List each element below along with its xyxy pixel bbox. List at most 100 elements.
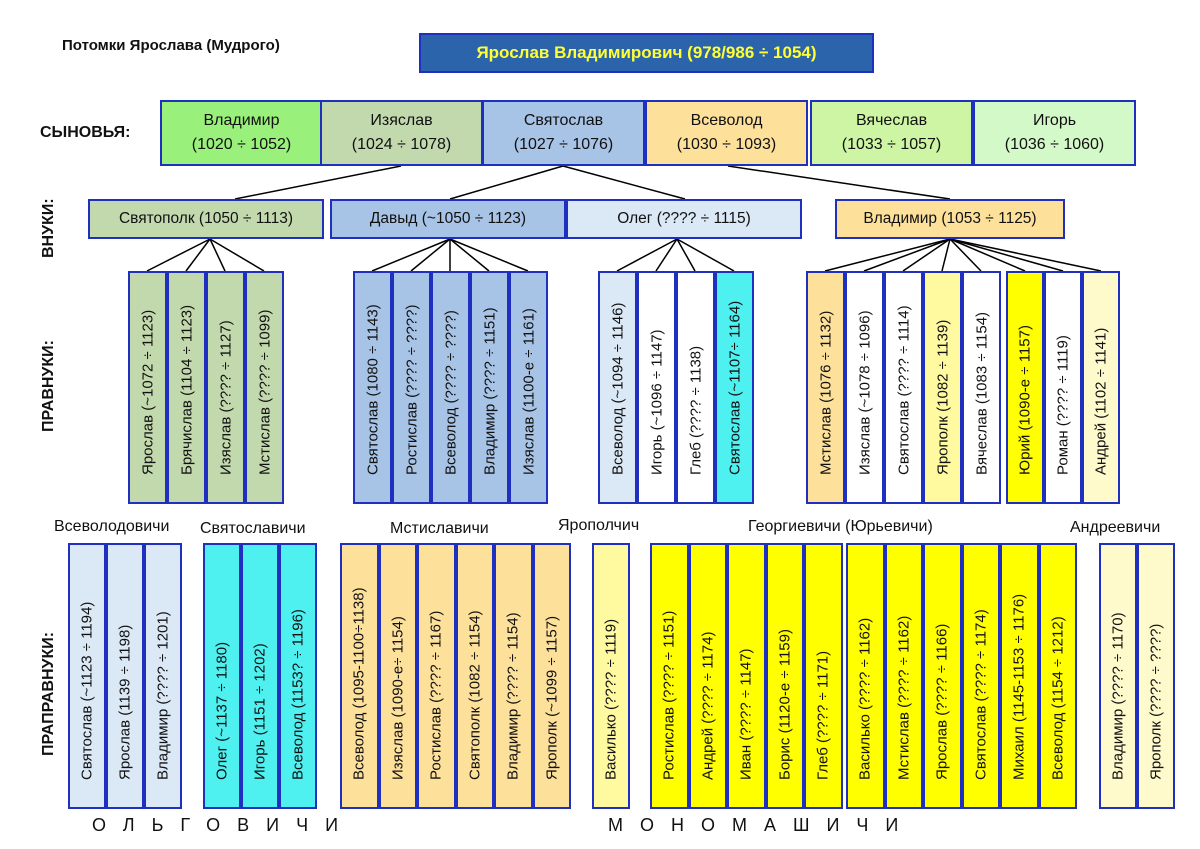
- descendant-label: Владимир (???? ÷ 1151): [481, 307, 498, 475]
- descendant-label: Ростислав (???? ÷ 1167): [427, 610, 445, 780]
- descendant-box: Игорь (1151 ÷ 1202): [241, 543, 279, 809]
- descendant-label: Святослав (~1123 ÷ 1194): [78, 601, 96, 780]
- descendant-box: Борис (1120-е ÷ 1159): [765, 543, 804, 809]
- son-box: Владимир(1020 ÷ 1052): [160, 100, 323, 166]
- descendant-box: Святополк (1082 ÷ 1154): [455, 543, 494, 809]
- son-years: (1020 ÷ 1052): [191, 136, 292, 153]
- descendant-box: Василько (???? ÷ 1162): [846, 543, 885, 809]
- connector-line: [902, 238, 951, 272]
- connector-line: [949, 238, 1102, 272]
- descendant-label: Роман (???? ÷ 1119): [1054, 335, 1072, 475]
- family-label-svyatoslavichi: Святославичи: [200, 520, 306, 537]
- connector-line: [676, 238, 735, 272]
- connector-line: [949, 238, 1064, 272]
- descendant-label: Святослав (???? ÷ 1114): [895, 305, 912, 475]
- sons-row-label: СЫНОВЬЯ:: [40, 124, 131, 141]
- descendant-label: Владимир (???? ÷ 1170): [1109, 612, 1127, 780]
- descendant-label: Борис (1120-е ÷ 1159): [776, 629, 794, 780]
- grandson-box: Владимир (1053 ÷ 1125): [835, 199, 1065, 239]
- son-box: Всеволод(1030 ÷ 1093): [645, 100, 808, 166]
- descendant-box: Всеволод (~1094 ÷ 1146): [598, 271, 637, 504]
- descendant-box: Святослав (???? ÷ 1174): [961, 543, 1000, 809]
- connector-line: [410, 238, 451, 272]
- descendant-label: Святослав (???? ÷ 1174): [972, 609, 990, 780]
- connector-line: [449, 238, 490, 272]
- son-name: Святослав: [523, 112, 604, 129]
- descendant-label: Святослав (1080 ÷ 1143): [364, 304, 381, 475]
- dynasty-label-olgovichi: ОЛЬГОВИЧИ: [92, 815, 356, 835]
- son-box: Вячеслав (1033 ÷ 1057): [810, 100, 973, 166]
- descendant-label: Брячислав (1104 ÷ 1123): [178, 304, 195, 475]
- descendant-label: Юрий (1090-е ÷ 1157): [1016, 325, 1034, 475]
- descendant-box: Ярослав (~1072 ÷ 1123): [128, 271, 167, 504]
- descendant-label: Олег (~1137 ÷ 1180): [213, 641, 231, 780]
- family-label-yaropolchich: Ярополчич: [558, 517, 640, 534]
- son-name: Вячеслав: [855, 112, 928, 129]
- family-label-mstislavichi: Мстиславичи: [390, 520, 489, 537]
- family-label-andreevichi: Андреевичи: [1070, 519, 1161, 536]
- descendant-box: Ростислав (???? ÷ 1151): [650, 543, 689, 809]
- descendant-label: Василько (???? ÷ 1119): [602, 618, 620, 780]
- grandson-box: Святополк (1050 ÷ 1113): [88, 199, 324, 239]
- descendant-box: Святослав (~1107÷ 1164): [715, 271, 754, 504]
- son-years: (1033 ÷ 1057): [841, 136, 942, 153]
- son-years: (1036 ÷ 1060): [1004, 136, 1105, 153]
- descendant-label: Изяслав (~1078 ÷ 1096): [856, 310, 873, 475]
- descendant-box: Глеб (???? ÷ 1138): [676, 271, 715, 504]
- descendant-box: Святослав (1080 ÷ 1143): [353, 271, 392, 504]
- descendant-label: Игорь (~1096 ÷ 1147): [648, 329, 665, 475]
- descendant-label: Михаил (1145-1153 ÷ 1176): [1010, 593, 1028, 780]
- descendant-box: Ярополк (1082 ÷ 1139): [923, 271, 962, 504]
- descendant-box: Владимир (???? ÷ 1170): [1099, 543, 1137, 809]
- descendant-label: Ростислав (???? ÷ ????): [403, 304, 420, 475]
- root-person-box: Ярослав Владимирович (978/986 ÷ 1054): [419, 33, 874, 73]
- son-name: Игорь: [1032, 112, 1077, 129]
- descendant-box: Всеволод (???? ÷ ????): [431, 271, 470, 504]
- descendant-label: Андрей (???? ÷ 1174): [699, 631, 717, 780]
- connector-line: [562, 165, 686, 200]
- great-great-grandsons-row-label: ПРАПРАВНУКИ:: [40, 631, 57, 756]
- descendant-label: Ярополк (~1099 ÷ 1157): [543, 615, 561, 780]
- son-box: Святослав(1027 ÷ 1076): [482, 100, 645, 166]
- descendant-box: Ярослав (???? ÷ 1166): [923, 543, 962, 809]
- connector-line: [727, 165, 951, 200]
- descendant-box: Игорь (~1096 ÷ 1147): [637, 271, 676, 504]
- descendant-box: Михаил (1145-1153 ÷ 1176): [1000, 543, 1039, 809]
- descendant-label: Василько (???? ÷ 1162): [856, 617, 874, 780]
- descendant-label: Изяслав (1100-е ÷ 1161): [520, 308, 537, 475]
- descendant-box: Мстислав (???? ÷ 1099): [245, 271, 284, 504]
- connector-line: [371, 238, 451, 272]
- descendant-label: Глеб (???? ÷ 1171): [814, 650, 832, 780]
- dynasty-label-monomashichi: МОНОМАШИЧИ: [608, 815, 916, 835]
- descendant-box: Иван (???? ÷ 1147): [727, 543, 766, 809]
- connector-line: [449, 165, 564, 200]
- descendant-box: Андрей (1102 ÷ 1141): [1082, 271, 1120, 504]
- son-years: (1024 ÷ 1078): [351, 136, 452, 153]
- descendant-box: Василько (???? ÷ 1119): [592, 543, 630, 809]
- descendant-box: Ростислав (???? ÷ 1167): [417, 543, 456, 809]
- descendant-box: Изяслав (~1078 ÷ 1096): [845, 271, 884, 504]
- son-name: Изяслав: [370, 112, 433, 129]
- descendant-label: Ярослав (???? ÷ 1166): [933, 623, 951, 780]
- descendant-label: Ярослав (~1072 ÷ 1123): [139, 309, 156, 475]
- descendant-box: Изяслав (1100-е ÷ 1161): [509, 271, 548, 504]
- connector-line: [234, 165, 402, 200]
- descendant-box: Изяслав (1090-е÷ 1154): [378, 543, 417, 809]
- descendant-label: Игорь (1151 ÷ 1202): [251, 643, 269, 780]
- connector-line: [949, 238, 1026, 272]
- descendant-label: Изяслав (???? ÷ 1127): [217, 320, 234, 475]
- family-label-vsevolodovichi: Всеволодовичи: [54, 518, 170, 535]
- descendant-label: Святослав (~1107÷ 1164): [726, 300, 743, 475]
- descendant-label: Ростислав (???? ÷ 1151): [660, 610, 678, 780]
- connector-line: [824, 238, 951, 272]
- descendant-label: Иван (???? ÷ 1147): [737, 648, 755, 780]
- son-name: Всеволод: [690, 112, 763, 129]
- descendant-label: Мстислав (1076 ÷ 1132): [817, 310, 834, 475]
- descendant-box: Глеб (???? ÷ 1171): [804, 543, 843, 809]
- descendant-label: Всеволод (???? ÷ ????): [442, 310, 459, 475]
- descendant-box: Брячислав (1104 ÷ 1123): [167, 271, 206, 504]
- connector-line: [449, 238, 529, 272]
- grandsons-row-label: ВНУКИ:: [40, 198, 57, 258]
- descendant-box: Андрей (???? ÷ 1174): [688, 543, 727, 809]
- descendant-box: Всеволод (1095-1100÷1138): [340, 543, 379, 809]
